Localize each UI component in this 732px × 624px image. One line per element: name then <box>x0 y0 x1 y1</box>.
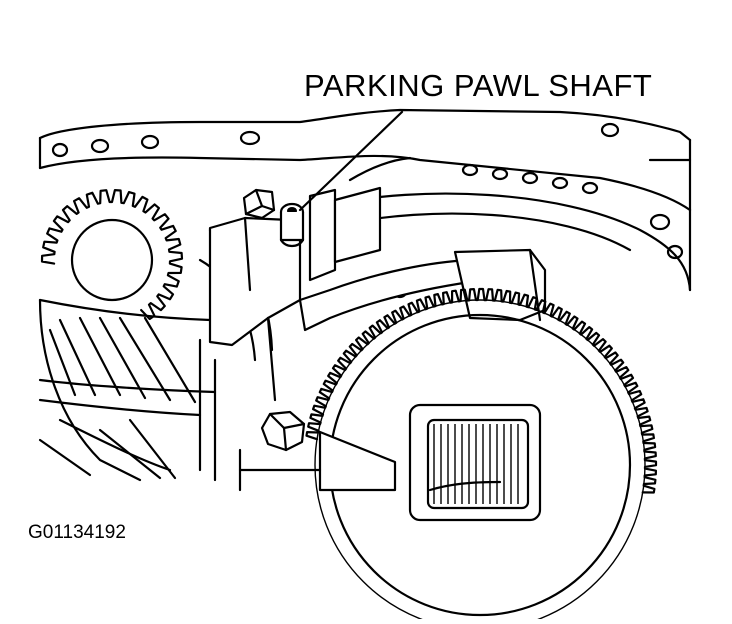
figure-id: G01134192 <box>28 522 126 543</box>
callout-label: PARKING PAWL SHAFT <box>304 68 653 103</box>
spur-gear <box>40 189 184 321</box>
case-flange <box>38 108 692 292</box>
lower-bolt <box>260 410 306 452</box>
lower-case <box>238 430 502 492</box>
callout-leader-line <box>298 110 404 212</box>
splined-hub <box>408 403 542 522</box>
parking-pawl-assembly <box>208 156 547 402</box>
